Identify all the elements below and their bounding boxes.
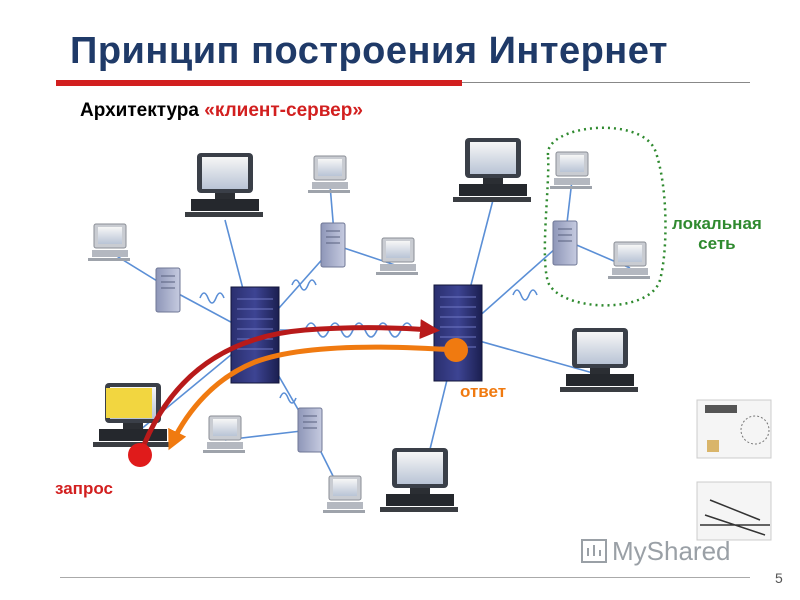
response-origin-dot <box>444 338 468 362</box>
local-tower <box>552 220 578 266</box>
server-right <box>433 284 483 382</box>
title-underline-accent <box>56 80 462 86</box>
wire-coil-left <box>199 292 225 304</box>
pc-top-left <box>185 153 263 217</box>
pc-right <box>560 328 638 392</box>
request-origin-dot <box>128 443 152 467</box>
pc-small-mid <box>375 237 419 276</box>
local-pc-1 <box>549 151 593 190</box>
watermark-icon <box>581 539 607 563</box>
local-network-label: локальная сеть <box>672 214 762 254</box>
local-network-label-line2: сеть <box>698 234 736 253</box>
pc-top-right <box>453 138 531 202</box>
local-network-label-line1: локальная <box>672 214 762 233</box>
pc-small-bottom-left <box>202 415 246 454</box>
thumbnail-top <box>696 399 772 459</box>
wire-coil-mid <box>291 279 317 291</box>
subtitle-accent: «клиент-сервер» <box>204 100 363 121</box>
request-label: запрос <box>55 479 113 498</box>
subtitle-prefix: Архитектура <box>80 100 205 121</box>
watermark-text: MyShared <box>612 536 731 566</box>
tower-left <box>155 267 181 313</box>
page-title: Принцип построения Интернет <box>70 30 668 72</box>
pc-small-left <box>87 223 131 262</box>
request-arrow <box>137 319 440 456</box>
wire-coil-right <box>512 289 538 301</box>
wire-coil-bottom <box>279 392 297 404</box>
pc-small-top <box>307 155 351 194</box>
thumbnail-bottom <box>696 481 772 541</box>
title-underline-rule <box>462 82 750 83</box>
response-arrow <box>168 344 456 451</box>
subtitle: Архитектура «клиент-сервер» <box>80 100 363 122</box>
tower-bottom <box>297 407 323 453</box>
client-screen <box>106 388 152 418</box>
response-label: ответ <box>460 382 507 401</box>
local-pc-2 <box>607 241 651 280</box>
tower-mid <box>320 222 346 268</box>
page-number: 5 <box>775 570 783 586</box>
footer-rule <box>60 577 750 578</box>
pc-bottom <box>380 448 458 512</box>
wire-backbone-coil <box>304 322 414 338</box>
pc-small-bottom <box>322 475 366 514</box>
